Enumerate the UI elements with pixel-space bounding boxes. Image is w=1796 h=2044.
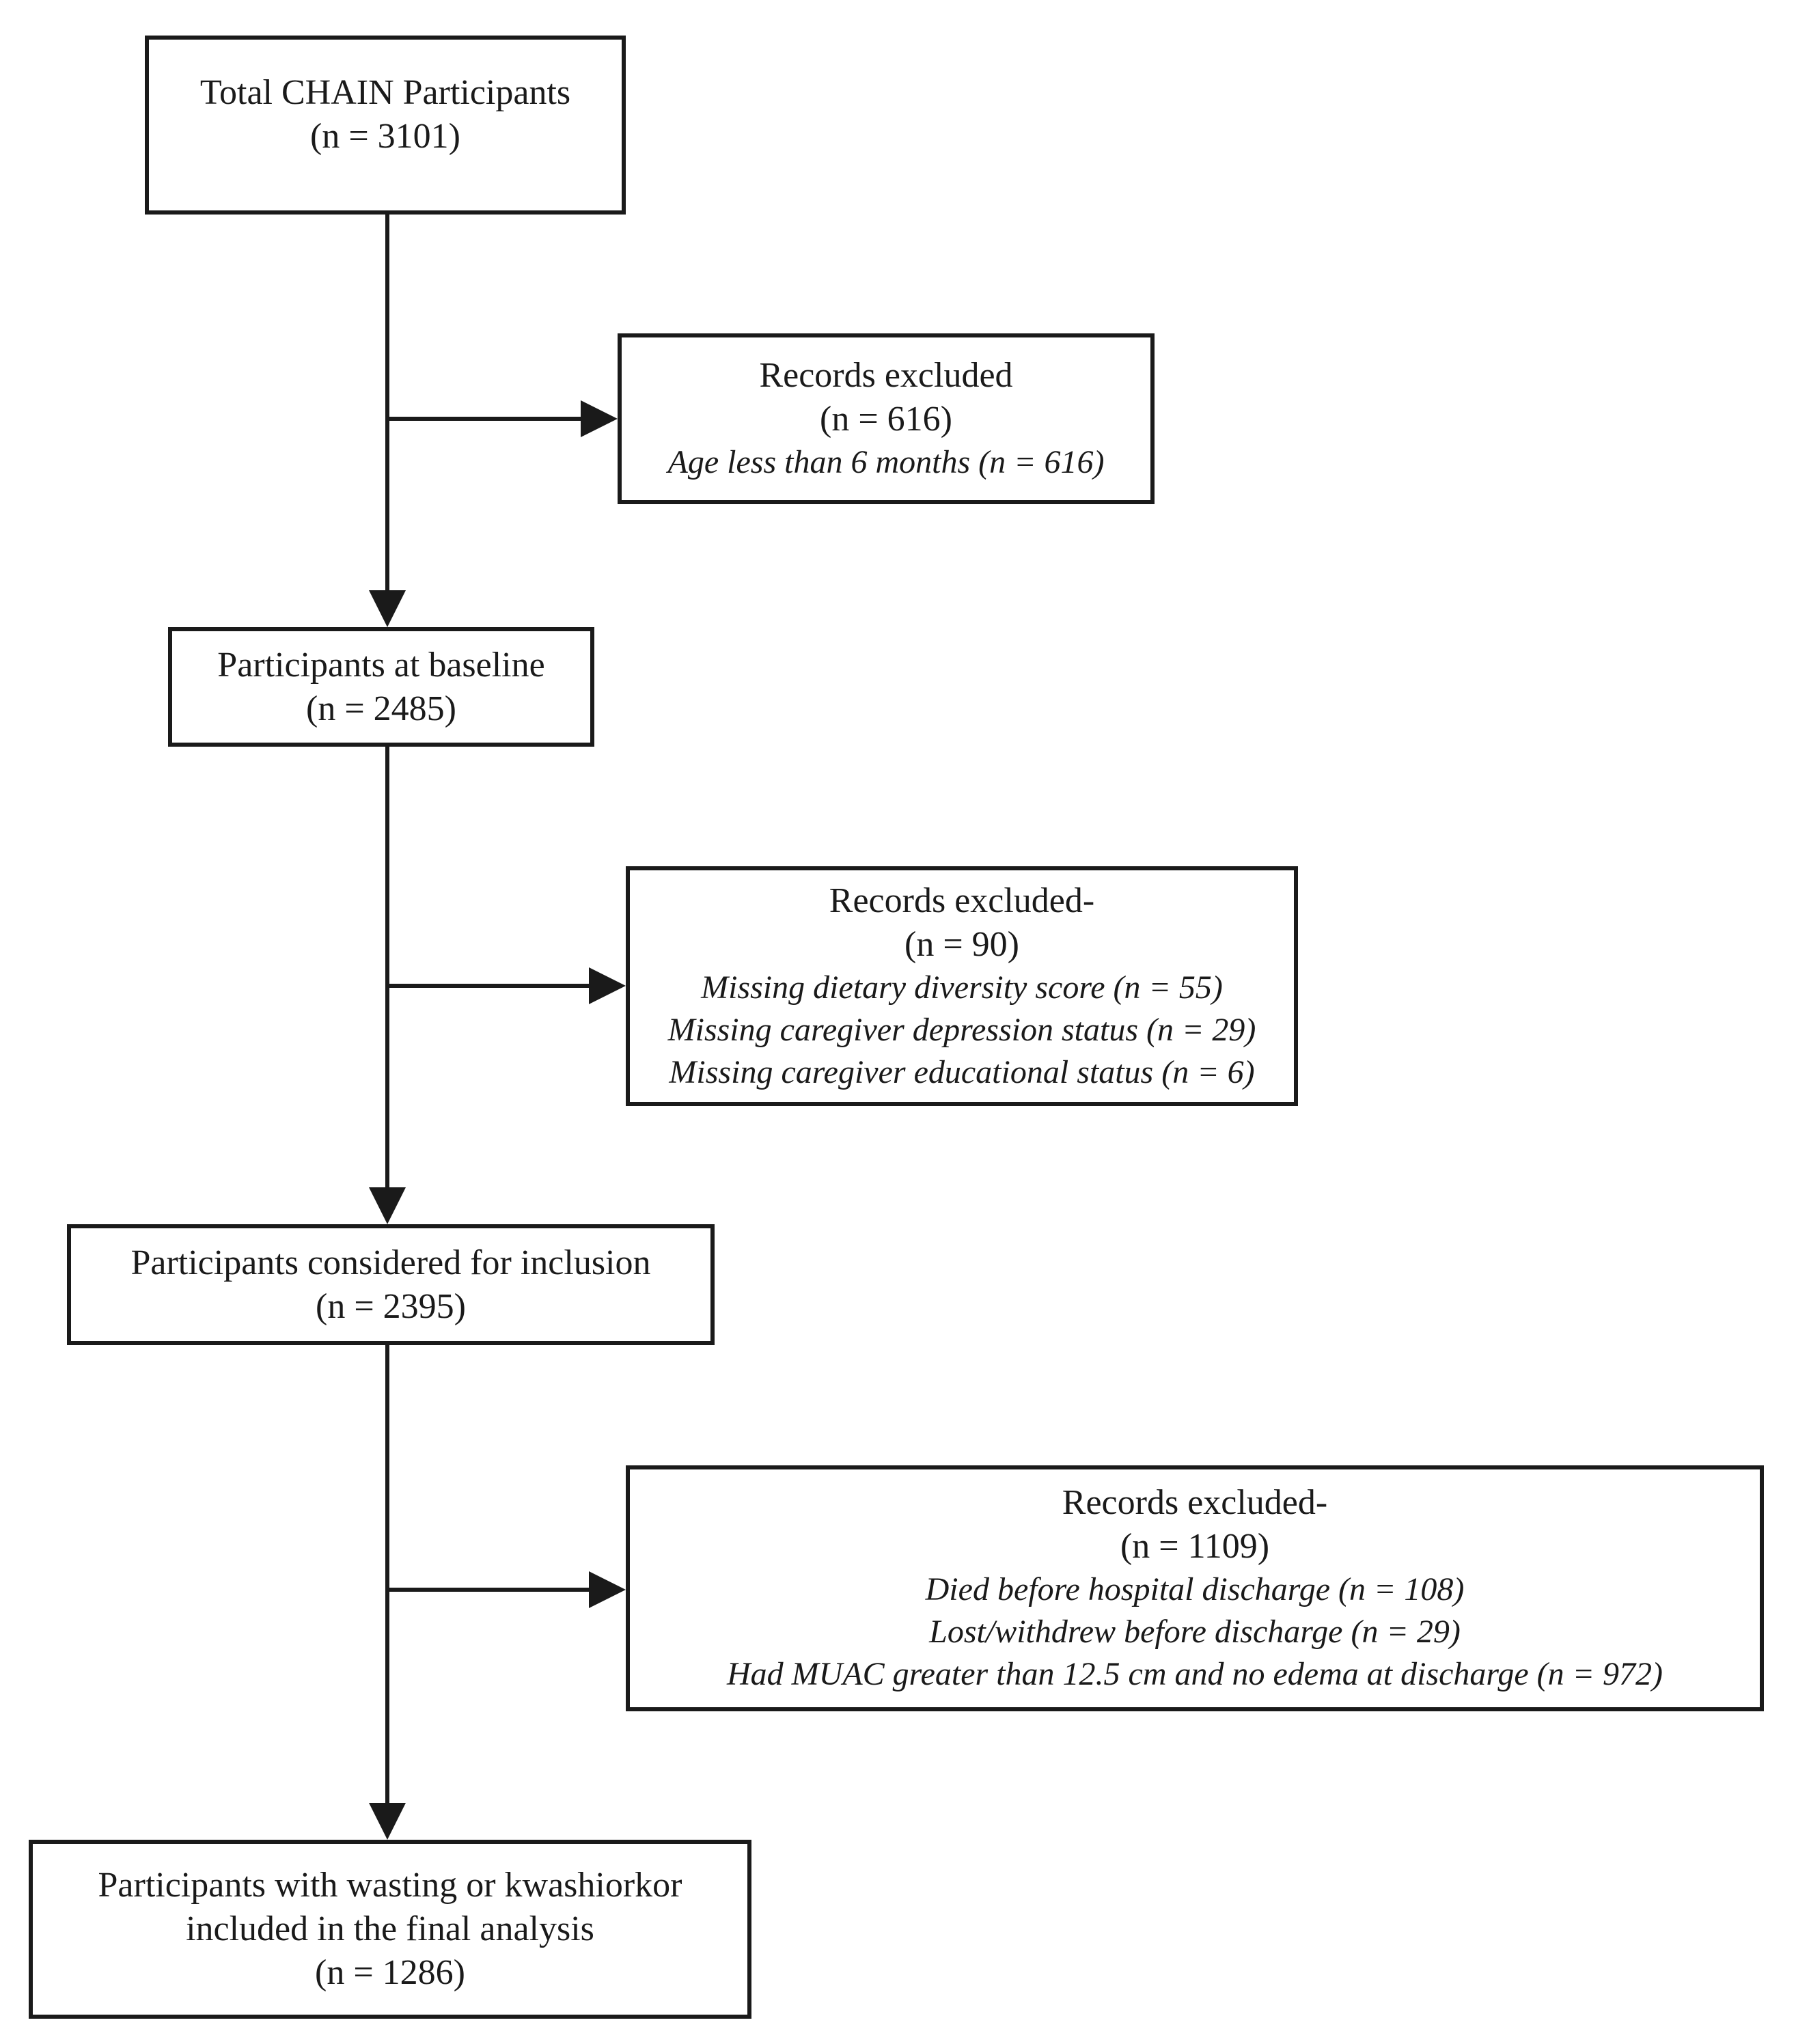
excluded-discharge-title: Records excluded- [1062,1483,1328,1522]
arrowhead-down-baseline-icon [369,590,406,627]
connector-considered-to-final [385,1345,389,1806]
connector-branch-excluded-missing [385,984,592,988]
connector-branch-excluded-age [385,417,583,421]
excluded-discharge-reason-1: Died before hospital discharge (n = 108) [925,1571,1465,1607]
box-considered-line1: Participants considered for inclusion [130,1243,651,1282]
arrowhead-right-excluded-missing-icon [589,967,626,1004]
box-baseline-count: (n = 2485) [306,689,456,728]
excluded-missing-reason-2: Missing caregiver depression status (n =… [667,1011,1256,1048]
excluded-missing-reason-1: Missing dietary diversity score (n = 55) [701,969,1223,1006]
box-records-excluded-missing: Records excluded- (n = 90) Missing dieta… [626,866,1298,1106]
arrowhead-down-final-icon [369,1803,406,1840]
box-participants-at-baseline: Participants at baseline (n = 2485) [168,627,594,747]
excluded-missing-count: (n = 90) [904,924,1019,964]
box-final-line2: included in the final analysis [186,1909,594,1948]
box-final-count: (n = 1286) [315,1953,465,1992]
box-records-excluded-age: Records excluded (n = 616) Age less than… [618,333,1155,504]
box-final-analysis: Participants with wasting or kwashiorkor… [29,1840,751,2019]
excluded-age-reason-1: Age less than 6 months (n = 616) [667,444,1105,480]
box-participants-considered: Participants considered for inclusion (n… [67,1224,715,1345]
connector-baseline-to-considered [385,747,389,1190]
excluded-age-title: Records excluded [759,356,1013,395]
box-baseline-line1: Participants at baseline [217,645,545,685]
arrowhead-right-excluded-age-icon [581,400,618,437]
connector-branch-excluded-discharge [385,1588,592,1592]
box-records-excluded-discharge: Records excluded- (n = 1109) Died before… [626,1465,1764,1711]
excluded-discharge-reason-3: Had MUAC greater than 12.5 cm and no ede… [727,1656,1663,1692]
excluded-discharge-reason-2: Lost/withdrew before discharge (n = 29) [929,1614,1461,1650]
box-total-chain-participants: Total CHAIN Participants (n = 3101) [145,36,626,215]
excluded-missing-title: Records excluded- [829,881,1095,920]
arrowhead-down-considered-icon [369,1187,406,1224]
excluded-age-count: (n = 616) [820,400,952,439]
excluded-discharge-count: (n = 1109) [1120,1527,1270,1566]
arrowhead-right-excluded-discharge-icon [589,1571,626,1608]
box-final-line1: Participants with wasting or kwashiorkor [98,1866,682,1905]
box-total-line1: Total CHAIN Participants [199,73,571,112]
connector-total-to-baseline [385,215,389,593]
excluded-missing-reason-3: Missing caregiver educational status (n … [669,1053,1255,1090]
box-considered-count: (n = 2395) [316,1286,466,1326]
box-total-count: (n = 3101) [310,117,460,156]
